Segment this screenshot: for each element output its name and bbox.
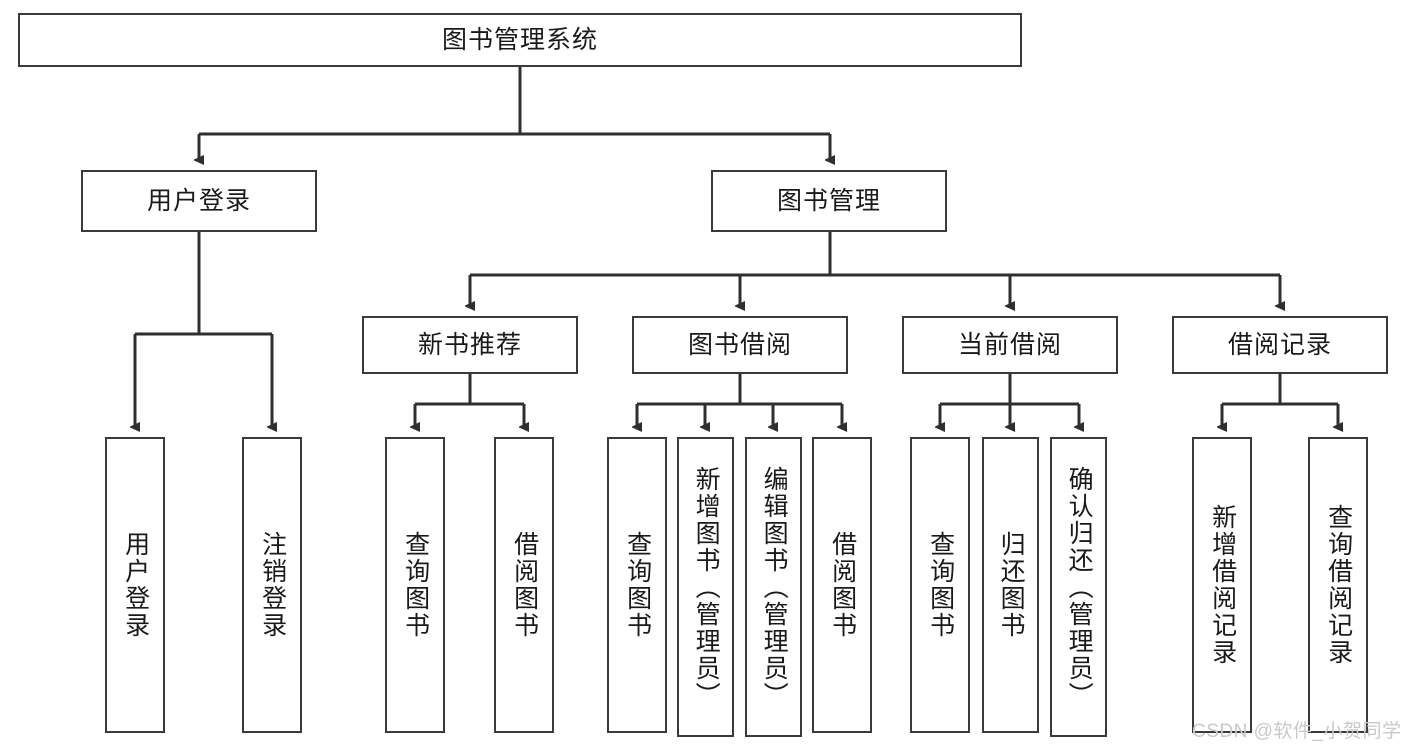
leaf-borrow-borrow-books[interactable]: 借阅图书	[812, 437, 872, 733]
leaf-borrow-add-book-admin[interactable]: 新增图书（管理员）	[677, 437, 734, 737]
node-label: 查询图书	[623, 531, 652, 639]
csdn-watermark: CSDN @软件_小贺同学	[1192, 721, 1402, 742]
leaf-user-login-logout[interactable]: 注销登录	[242, 437, 302, 733]
node-label: 注销登录	[258, 531, 287, 639]
node-label: 新增图书（管理员）	[692, 465, 721, 709]
node-label: 确认归还（管理员）	[1065, 465, 1094, 709]
leaf-record-add-borrow-record[interactable]: 新增借阅记录	[1192, 437, 1252, 733]
leaf-current-query-books[interactable]: 查询图书	[910, 437, 970, 733]
node-label: 借阅图书	[828, 531, 857, 639]
node-label: 用户登录	[146, 187, 251, 215]
node-borrowing-record[interactable]: 借阅记录	[1172, 316, 1388, 374]
leaf-new-book-query-books[interactable]: 查询图书	[385, 437, 445, 733]
node-label: 查询图书	[926, 531, 955, 639]
leaf-new-book-borrow-books[interactable]: 借阅图书	[494, 437, 554, 733]
node-label: 归还图书	[997, 531, 1026, 639]
node-label: 查询图书	[401, 531, 430, 639]
node-label: 编辑图书（管理员）	[760, 465, 789, 709]
node-book-borrowing[interactable]: 图书借阅	[632, 316, 848, 374]
node-new-book-recommendation[interactable]: 新书推荐	[362, 316, 578, 374]
leaf-current-confirm-return-admin[interactable]: 确认归还（管理员）	[1050, 437, 1107, 737]
leaf-current-return-books[interactable]: 归还图书	[982, 437, 1039, 733]
leaf-borrow-query-books[interactable]: 查询图书	[607, 437, 667, 733]
node-label: 当前借阅	[957, 331, 1062, 359]
node-label: 查询借阅记录	[1324, 504, 1353, 666]
node-label: 用户登录	[121, 531, 150, 639]
leaf-user-login-login[interactable]: 用户登录	[105, 437, 165, 733]
node-label: 借阅图书	[510, 531, 539, 639]
leaf-borrow-edit-book-admin[interactable]: 编辑图书（管理员）	[745, 437, 802, 737]
node-user-login[interactable]: 用户登录	[81, 170, 317, 232]
node-label: 图书管理	[776, 187, 881, 215]
node-label: 新书推荐	[417, 331, 522, 359]
node-book-management[interactable]: 图书管理	[711, 170, 947, 232]
node-current-borrowing[interactable]: 当前借阅	[902, 316, 1118, 374]
node-label: 图书借阅	[687, 331, 792, 359]
leaf-record-query-borrow-record[interactable]: 查询借阅记录	[1308, 437, 1368, 733]
node-root-book-management-system[interactable]: 图书管理系统	[18, 13, 1022, 67]
node-label: 图书管理系统	[441, 26, 598, 54]
node-label: 借阅记录	[1227, 331, 1332, 359]
node-label: 新增借阅记录	[1208, 504, 1237, 666]
